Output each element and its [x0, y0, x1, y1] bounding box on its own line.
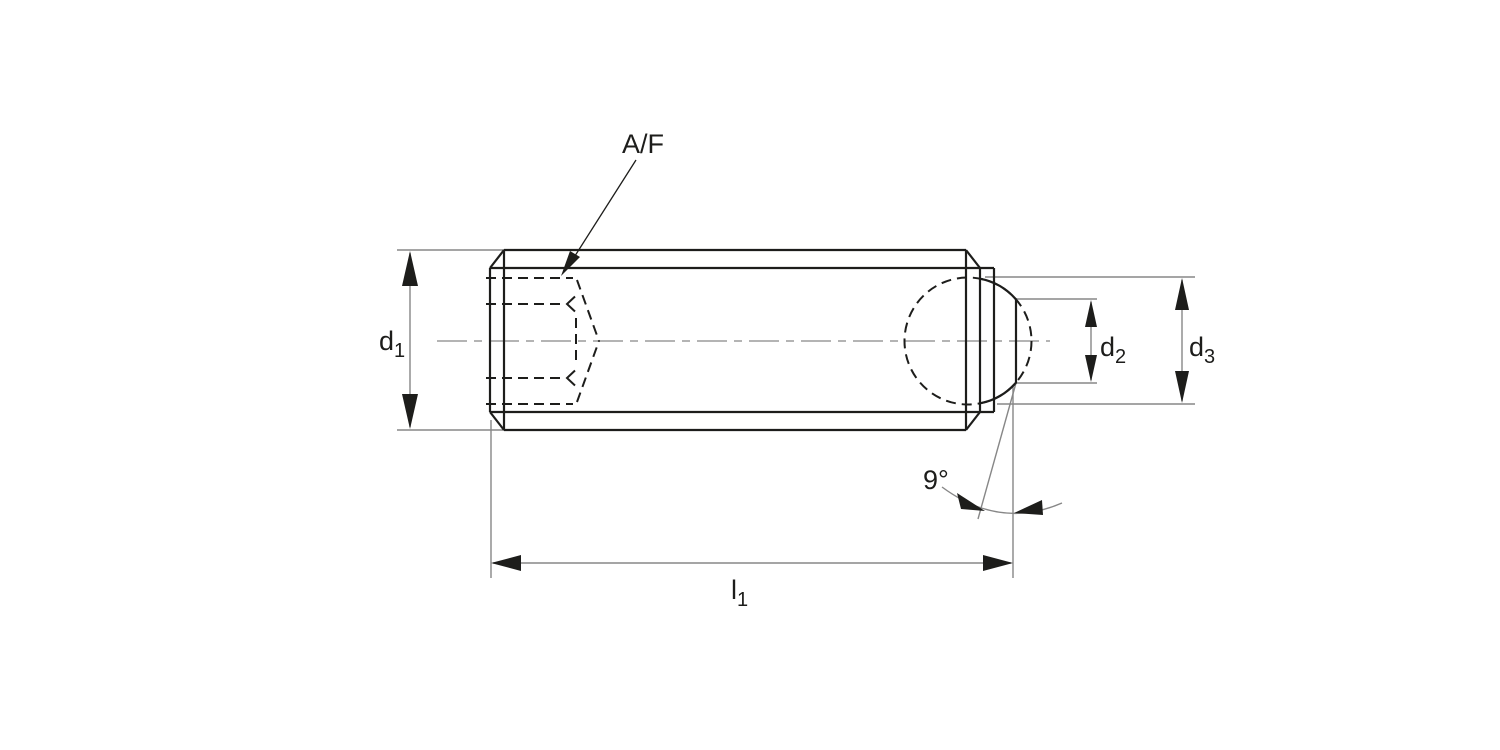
left-chamfer-top	[489, 249, 505, 269]
angle-tangent-line	[977, 382, 1017, 520]
d2-arrow-up	[1085, 300, 1097, 327]
label-af: A/F	[622, 129, 664, 159]
right-chamfer-top	[965, 249, 981, 269]
label-d3: d3	[1189, 332, 1215, 368]
l1-arrow-left	[491, 555, 521, 571]
label-d1: d1	[379, 326, 405, 362]
label-d2: d2	[1100, 332, 1126, 368]
socket-cone-upper	[576, 279, 600, 342]
screw-body	[488, 248, 1018, 432]
label-d3-base: d	[1189, 332, 1204, 362]
angle-arrow-left	[957, 493, 985, 511]
label-l1-base: l	[731, 575, 737, 605]
d2-arrow-down	[1085, 355, 1097, 382]
d3-arrow-up	[1175, 278, 1189, 310]
af-leader-line	[565, 159, 637, 271]
label-d1-sub: 1	[394, 340, 405, 362]
left-chamfer-bottom	[489, 411, 505, 431]
d1-arrow-down	[402, 394, 418, 429]
angle-arc	[941, 486, 1063, 515]
label-d3-sub: 3	[1204, 346, 1215, 368]
angle-arrow-right	[1014, 500, 1043, 515]
hex-corner-upper-chevron	[565, 295, 576, 313]
label-angle: 9°	[923, 465, 949, 495]
leader-group	[565, 159, 637, 271]
d1-arrow-up	[402, 251, 418, 286]
label-d2-base: d	[1100, 332, 1115, 362]
label-d2-sub: 2	[1115, 346, 1126, 368]
labels: A/F d1 d2 d3 l1 9°	[379, 129, 1215, 611]
label-l1-sub: 1	[737, 589, 748, 611]
hex-corner-lower-chevron	[565, 369, 576, 387]
label-l1: l1	[731, 575, 748, 611]
socket-cone-lower	[576, 340, 600, 403]
l1-arrow-right	[983, 555, 1013, 571]
ball-hidden-circle	[903, 276, 1033, 406]
label-d1-base: d	[379, 326, 394, 356]
d3-arrow-down	[1175, 371, 1189, 403]
right-chamfer-bottom	[965, 411, 981, 431]
hidden-lines	[486, 276, 1033, 406]
dimension-lines	[397, 249, 1195, 578]
af-leader-arrow	[561, 251, 580, 276]
arrowheads	[402, 251, 1189, 571]
